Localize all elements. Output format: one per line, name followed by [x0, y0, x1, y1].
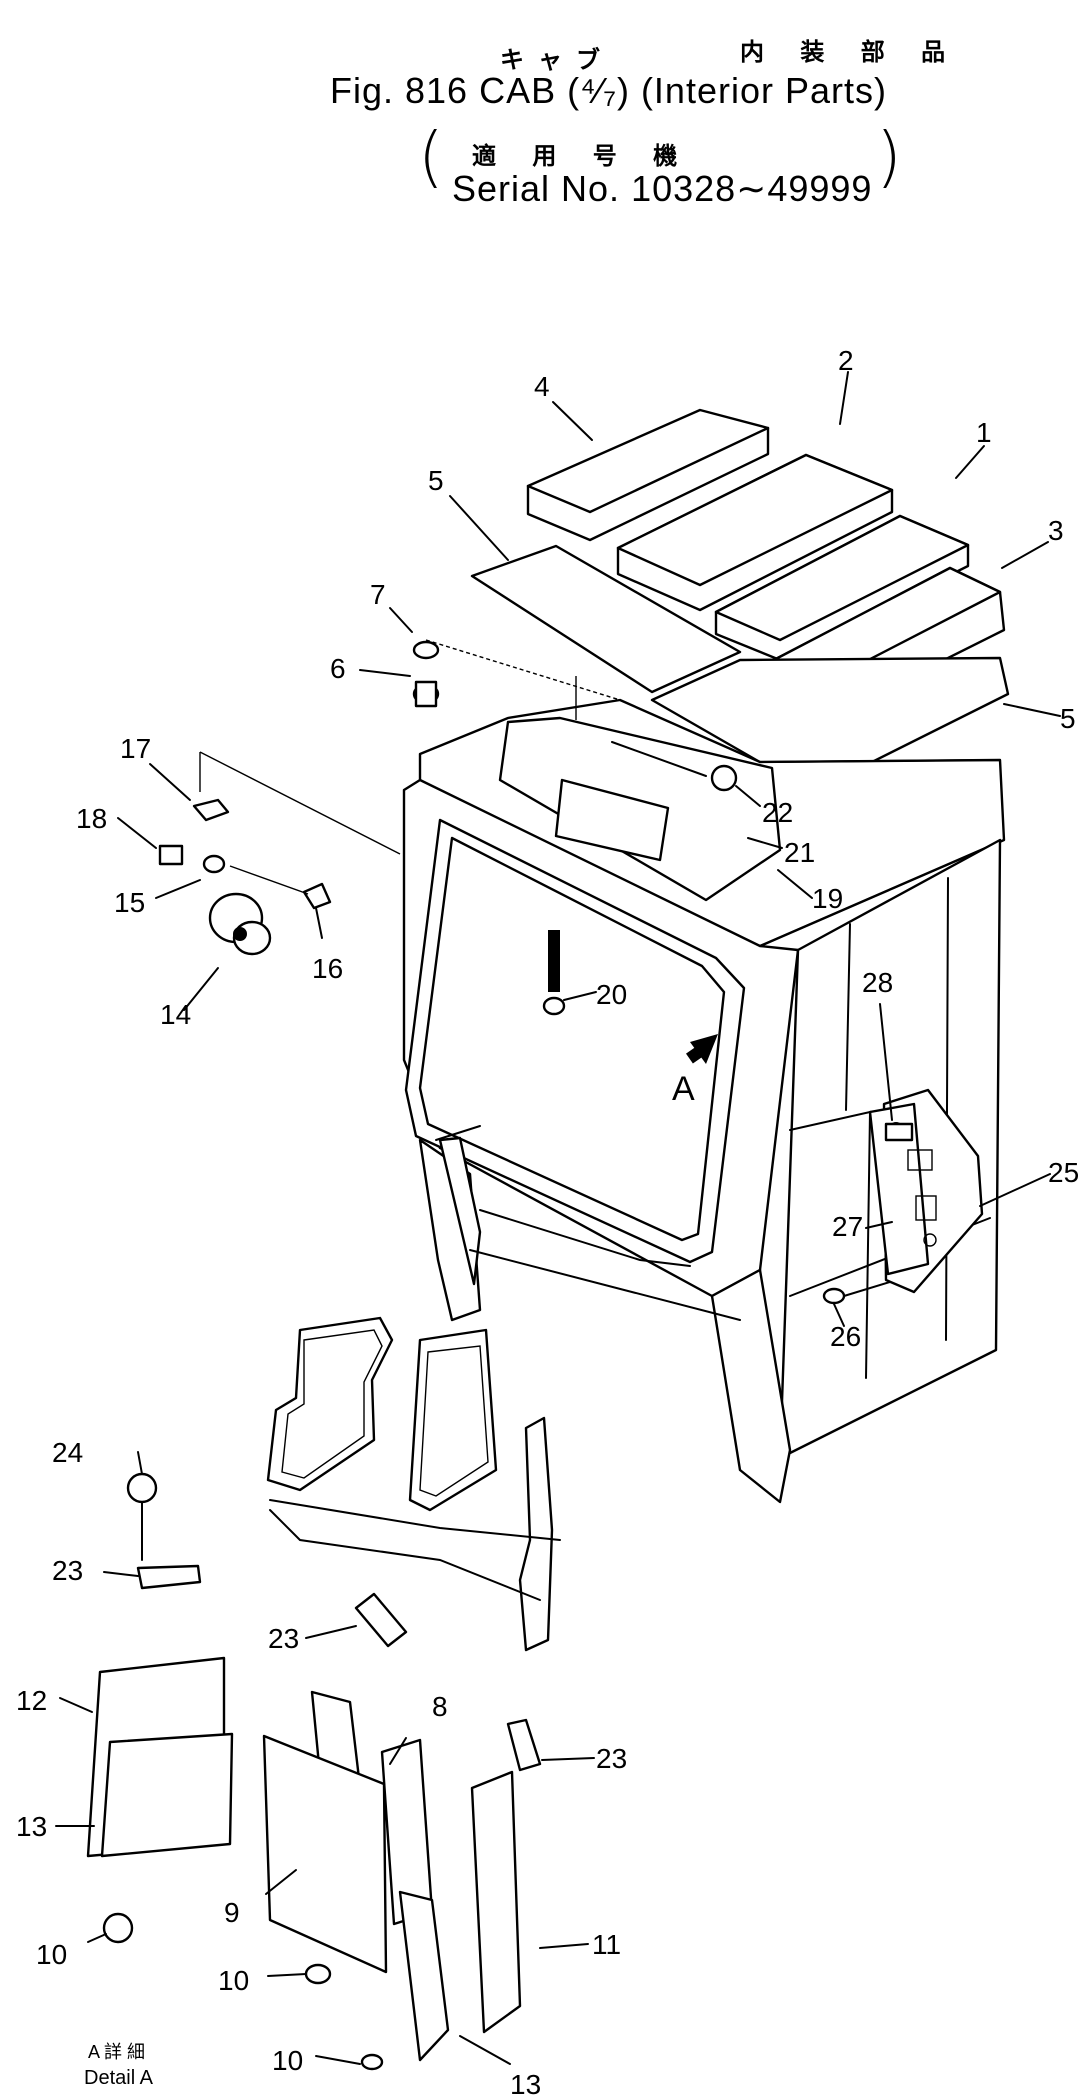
detail-label-en: Detail A [84, 2067, 154, 2089]
title-kanji: 内 装 部 品 [740, 38, 960, 66]
pad-2 [616, 453, 894, 612]
serial-number: Serial No. 10328∼49999 [452, 168, 873, 209]
callout-26: 26 [830, 1321, 861, 1352]
callout-8: 8 [432, 1691, 448, 1722]
callout-12: 12 [16, 1685, 47, 1716]
callout-16: 16 [312, 953, 343, 984]
callout-3: 3 [1048, 515, 1064, 546]
detail-label-ja: A 詳 細 [88, 2042, 145, 2062]
callout-23-a: 23 [52, 1555, 83, 1586]
callout-6: 6 [330, 653, 346, 684]
serial-close-paren: ) [876, 118, 902, 195]
callout-25: 25 [1048, 1157, 1079, 1188]
callout-1: 1 [976, 417, 992, 448]
callout-23-c: 23 [596, 1743, 627, 1774]
right-panel-parts [822, 1088, 984, 1305]
callout-22: 22 [762, 797, 793, 828]
serial-open-paren: ( [418, 118, 444, 195]
roof-fasteners [412, 639, 738, 1016]
callout-18: 18 [76, 803, 107, 834]
serial-kanji: 適 用 号 機 [472, 142, 692, 170]
callout-23-b: 23 [268, 1623, 299, 1654]
trim-panels [86, 1656, 522, 2071]
callout-20: 20 [596, 979, 627, 1010]
callout-5-upper: 5 [428, 465, 444, 496]
callout-19: 19 [812, 883, 843, 914]
leader-lines [55, 371, 1061, 2065]
callout-10-c: 10 [272, 2045, 303, 2076]
figure-title: Fig. 816 CAB (⁴⁄₇) (Interior Parts) [330, 70, 887, 111]
pad-4 [526, 408, 770, 542]
callout-5-lower: 5 [1060, 703, 1076, 734]
callout-28: 28 [862, 967, 893, 998]
callout-11: 11 [592, 1929, 621, 1960]
callout-21: 21 [784, 837, 815, 868]
callout-2: 2 [838, 345, 854, 376]
callout-17: 17 [120, 733, 151, 764]
pad-1 [714, 514, 970, 662]
title-kana: キャブ [500, 46, 614, 74]
pad-5-upper [470, 544, 742, 694]
callout-4: 4 [534, 371, 550, 402]
view-arrow-letter: A [672, 1070, 695, 1108]
callout-numbers: 1 2 3 4 5 5 6 7 8 9 10 10 10 11 12 13 13… [16, 345, 1079, 2100]
callout-10-b: 10 [218, 1965, 249, 1996]
callout-7: 7 [370, 579, 386, 610]
callout-14: 14 [160, 999, 191, 1030]
roof-pads [470, 408, 1010, 794]
callout-13-b: 13 [510, 2069, 541, 2100]
view-arrow-a: A [672, 1034, 718, 1108]
callout-10-a: 10 [36, 1939, 67, 1970]
callout-9: 9 [224, 1897, 240, 1928]
lamp-assembly [158, 751, 401, 956]
callout-27: 27 [832, 1211, 863, 1242]
detail-label: A 詳 細 Detail A [84, 2042, 154, 2089]
door-frames [266, 1316, 561, 1652]
callout-15: 15 [114, 887, 145, 918]
callout-24: 24 [52, 1437, 83, 1468]
callout-13-a: 13 [16, 1811, 47, 1842]
